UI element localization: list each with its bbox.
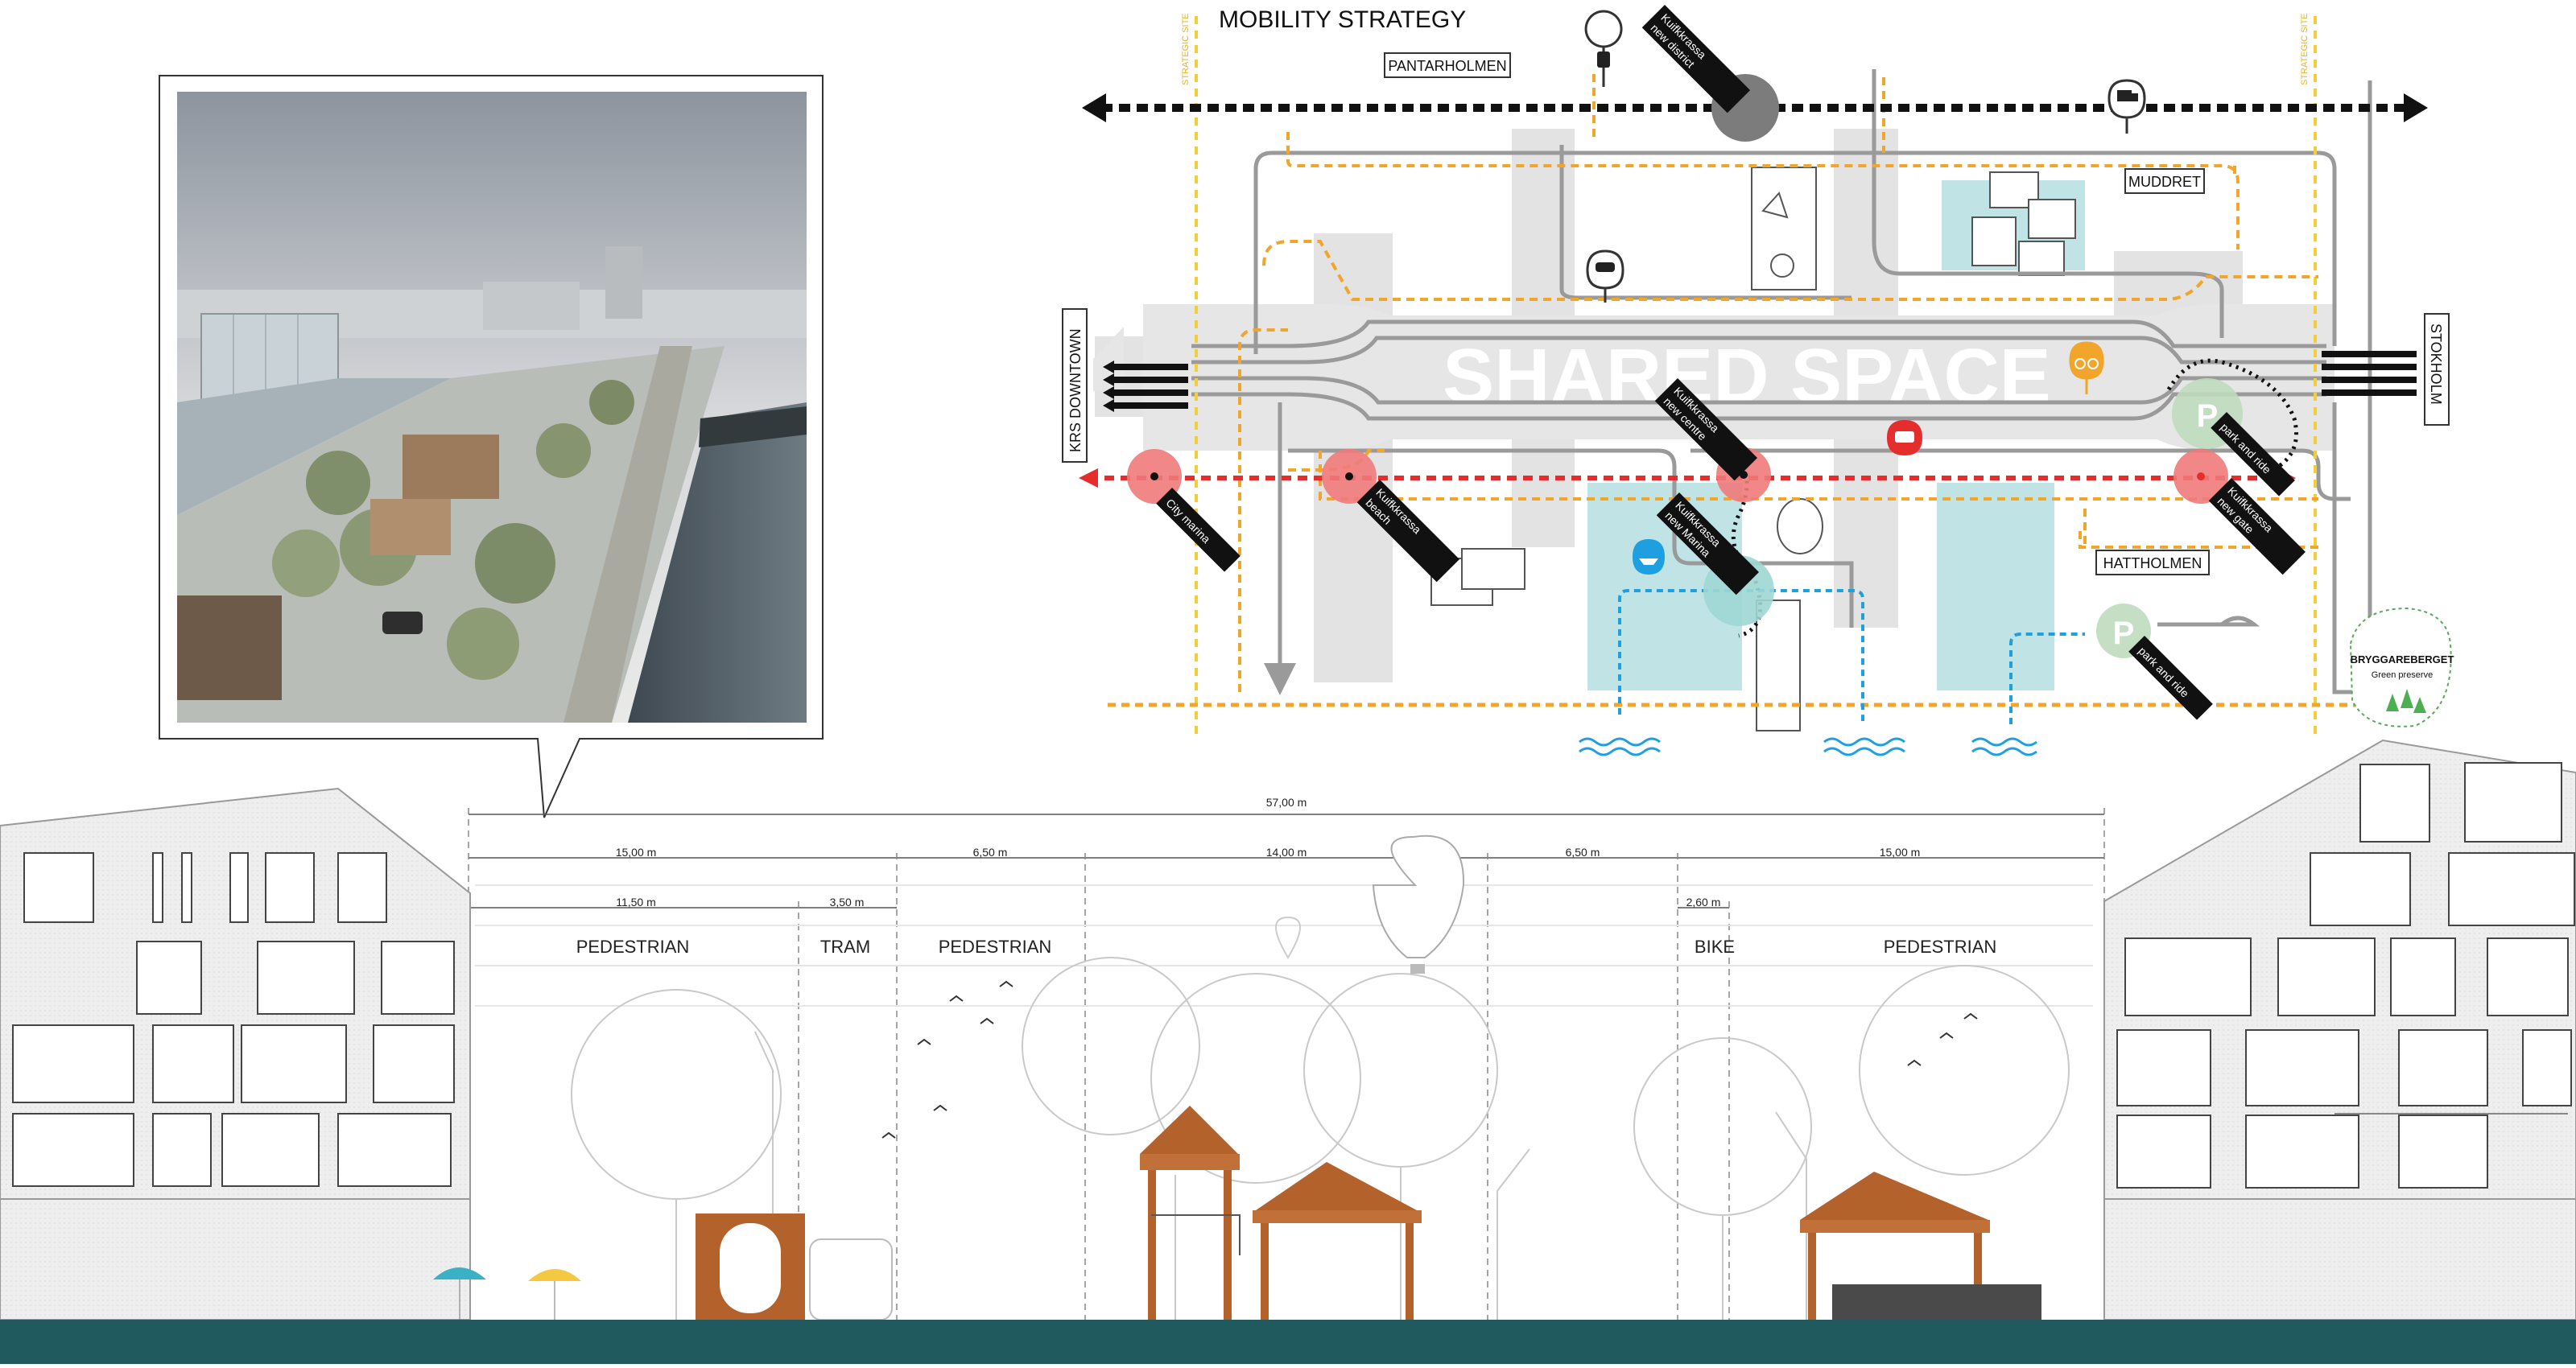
dim-width-2: 6,50 m [973, 846, 1008, 859]
label-hattholmen: HATTHOLMEN [2103, 555, 2202, 571]
tram-kiosk [696, 1213, 893, 1321]
preserve-name: BRYGGAREBERGET [2351, 653, 2454, 665]
building-footprints [1430, 167, 2076, 731]
left-building [0, 787, 471, 1321]
birds [881, 980, 1978, 1139]
strategic-site-lines [1195, 16, 2317, 739]
pavilion-right [1800, 1172, 2041, 1320]
label-krs-downtown: KRS DOWNTOWN [1067, 328, 1084, 452]
boat-pin-icon [1633, 539, 1665, 591]
lane-pedestrian-2: PEDESTRIAN [939, 937, 1052, 957]
green-preserve: BRYGGAREBERGET Green preserve [2349, 607, 2454, 727]
map-title: MOBILITY STRATEGY [1219, 6, 1466, 33]
dim-total: 57,00 m [1266, 796, 1307, 809]
district-labels: PANTARHOLMEN MUDDRET HATTHOLMEN KRS DOWN… [1062, 52, 2450, 575]
highway-left [1093, 327, 1188, 412]
tag-city-marina: City marina [1163, 497, 1213, 546]
train-pin-icon [1584, 10, 1623, 88]
preserve-sub: Green preserve [2372, 670, 2433, 680]
label-stokholm: STOKHOLM [2428, 323, 2444, 405]
dim-width-3: 14,00 m [1266, 846, 1307, 859]
dim-width-5: 15,00 m [1880, 846, 1921, 859]
right-building [2103, 739, 2576, 1321]
ground-band [0, 1320, 2576, 1364]
dimension-lines [469, 814, 2104, 909]
shared-space-band [1143, 304, 2334, 451]
bus-routes [1108, 74, 2362, 707]
dim-sub-3: 2,60 m [1686, 896, 1721, 909]
lane-pedestrian-1: PEDESTRIAN [576, 937, 690, 957]
street-section: 57,00 m 15,00 m 6,50 m 14,00 m 6,50 m 15… [0, 739, 2576, 1364]
dim-sub-2: 3,50 m [830, 896, 865, 909]
label-pantarholmen: PANTARHOLMEN [1388, 58, 1506, 74]
cafe-umbrellas [433, 1267, 581, 1320]
shared-space-label: SHARED SPACE [1443, 333, 2051, 419]
tram-pin-icon [1887, 420, 1922, 475]
background-hatch [475, 884, 2093, 1007]
strategic-site-label-right: STRATEGIC SITE [2300, 13, 2310, 85]
lane-pedestrian-3: PEDESTRIAN [1884, 937, 1997, 957]
map-green-blocks [1587, 180, 2085, 690]
road-network [1191, 69, 2415, 701]
bike-pin-icon [2069, 341, 2104, 394]
pavilion-left [1140, 1106, 1422, 1320]
dim-width-1: 15,00 m [616, 846, 657, 859]
lane-bike: BIKE [1695, 937, 1735, 957]
dim-width-4: 6,50 m [1566, 846, 1600, 859]
label-muddret: MUDDRET [2128, 174, 2201, 190]
svg-text:P: P [2113, 616, 2135, 651]
section-dividers [468, 808, 2105, 1320]
highway-right [2322, 351, 2417, 396]
strategic-site-label-left: STRATEGIC SITE [1181, 13, 1191, 85]
tag-park-ride-2: park and ride [2136, 645, 2191, 700]
render-callout [159, 75, 824, 818]
hot-air-balloon [1275, 834, 1465, 974]
dim-sub-1: 11,50 m [616, 896, 656, 909]
mobility-map: MOBILITY STRATEGY SHARED SPACE [1062, 5, 2454, 756]
truck-pin-icon [2107, 79, 2146, 134]
car-pin-icon [1586, 249, 1624, 303]
lane-tram: TRAM [820, 937, 870, 957]
water-waves [1579, 737, 2037, 756]
